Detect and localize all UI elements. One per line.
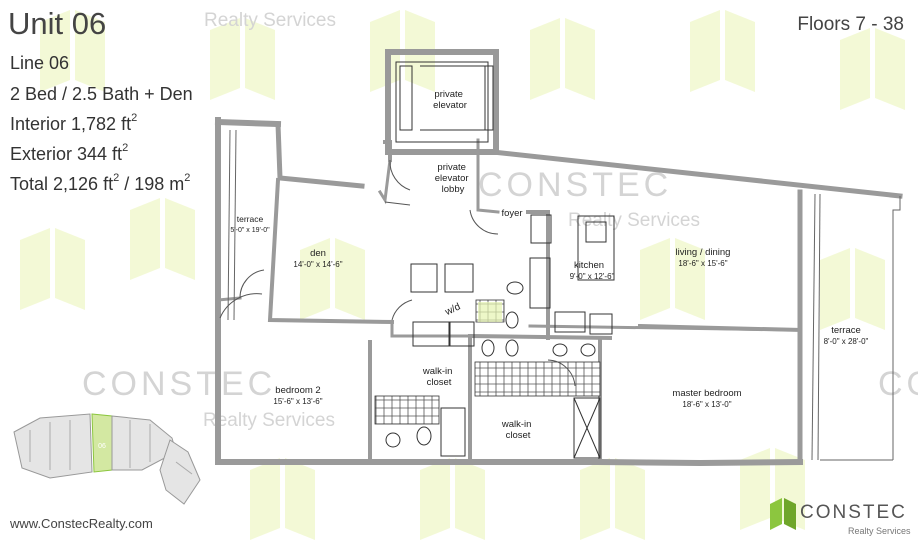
- label-terrace-left-dims: 5'-0" x 19'-0": [230, 227, 270, 234]
- exterior-sup: 2: [122, 142, 129, 154]
- key-plan-unit-label: 06: [98, 443, 106, 450]
- label-den: den: [310, 248, 326, 259]
- total-metric-sup: 2: [184, 172, 191, 184]
- label-terrace-left: terrace: [237, 214, 264, 224]
- watermark-services-center: Realty Services: [568, 210, 700, 231]
- watermark-brand-left: CONSTEC: [82, 365, 276, 403]
- label-master-bedroom-dims: 18'-6" x 13'-0": [682, 400, 731, 409]
- total-metric-value: / 198 m: [124, 174, 185, 194]
- label-foyer: foyer: [501, 208, 522, 219]
- label-kitchen-dims: 9'-0" x 12'-6": [570, 272, 615, 281]
- watermark-brand-center: CONSTEC: [478, 166, 672, 204]
- walls: [214, 117, 903, 467]
- private-elevator-shaft: [385, 49, 499, 155]
- label-den-dims: 14'-0" x 14'-6": [293, 260, 342, 269]
- website-link[interactable]: www.ConstecRealty.com: [10, 516, 153, 531]
- door-swings: [239, 159, 576, 387]
- label-kitchen: kitchen: [574, 260, 604, 271]
- key-plan: 06: [13, 413, 201, 505]
- line-label: Line 06: [10, 53, 70, 73]
- total-area-value: Total 2,126 ft: [10, 174, 114, 194]
- label-walkin1: walk-in closet: [422, 366, 455, 388]
- label-private-elevator: private elevator: [433, 89, 467, 111]
- interior-area-value: Interior 1,782 ft: [10, 114, 132, 134]
- label-living-dining-dims: 18'-6" x 15'-6": [678, 259, 727, 268]
- terrace-right-rail: [811, 193, 901, 461]
- label-bedroom2-dims: 15'-6" x 13'-6": [273, 397, 322, 406]
- unit-title: Unit 06: [8, 6, 107, 41]
- total-sup: 2: [113, 172, 120, 184]
- terrace-left-rail: [219, 129, 263, 321]
- floors-label: Floors 7 - 38: [797, 14, 904, 35]
- watermark-services-top: Realty Services: [204, 10, 336, 31]
- label-living-dining: living / dining: [676, 247, 731, 258]
- label-bedroom2: bedroom 2: [275, 385, 320, 396]
- total-area: Total 2,126 ft2 / 198 m2: [10, 173, 190, 195]
- bath2-tile-floor: [374, 395, 440, 425]
- watermark-services-left: Realty Services: [203, 410, 335, 431]
- beds-baths-label: 2 Bed / 2.5 Bath + Den: [10, 84, 193, 104]
- wd-accent: [478, 302, 502, 322]
- bath-tile-floor: [474, 361, 601, 397]
- constec-logo-icon: [770, 498, 796, 530]
- watermark-brand-right: CONSTEC: [878, 365, 918, 403]
- exterior-area: Exterior 344 ft2: [10, 143, 128, 165]
- label-master-bedroom: master bedroom: [672, 388, 741, 399]
- label-walkin2: walk-in closet: [501, 419, 534, 441]
- label-terrace-right-dims: 8'-0" x 28'-0": [824, 337, 869, 346]
- exterior-area-value: Exterior 344 ft: [10, 144, 123, 164]
- logo-subtext: Realty Services: [848, 526, 911, 536]
- watermark-hexagons: [20, 10, 905, 540]
- interior-area: Interior 1,782 ft2: [10, 113, 137, 135]
- label-terrace-right: terrace: [831, 325, 861, 336]
- interior-sup: 2: [131, 112, 138, 124]
- label-elevator-lobby: private elevator lobby: [435, 162, 471, 195]
- logo-text: CONSTEC: [800, 502, 907, 523]
- fixtures: [385, 214, 615, 459]
- room-labels: private elevator private elevator lobby …: [230, 89, 868, 441]
- label-wd: w/d: [443, 301, 463, 318]
